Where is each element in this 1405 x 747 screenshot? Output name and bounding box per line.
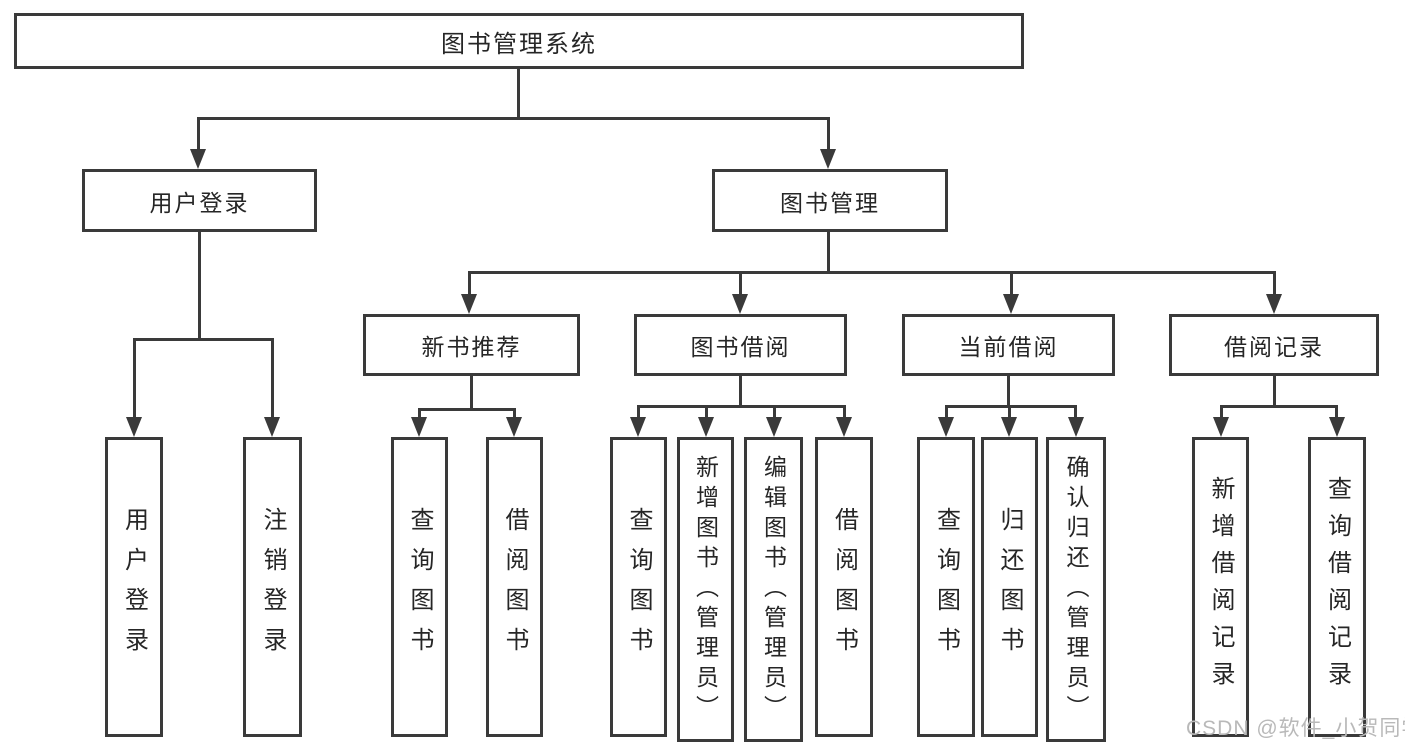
arrow-down-icon <box>126 417 142 437</box>
leaf-record-add-borrow-record: 新增借阅记录 <box>1192 437 1249 737</box>
arrow-down-icon <box>1266 294 1282 314</box>
arrow-down-icon <box>264 417 280 437</box>
connector-line <box>637 405 640 422</box>
connector-line <box>470 376 473 410</box>
arrow-down-icon <box>698 417 714 437</box>
leaf-current-confirm-return-admin: 确认归还（管理员） <box>1046 437 1106 742</box>
connector-line <box>945 405 948 422</box>
leaf-current-query-books: 查询图书 <box>917 437 975 737</box>
node-label: 当前借阅 <box>958 334 1059 360</box>
connector-line <box>705 405 708 422</box>
connector-line <box>827 232 830 274</box>
leaf-logout: 注销登录 <box>243 437 302 737</box>
arrow-down-icon <box>1003 294 1019 314</box>
leaf-label: 用户登录 <box>120 507 148 667</box>
node-root-library-system: 图书管理系统 <box>14 13 1024 69</box>
leaf-label: 新增借阅记录 <box>1207 476 1234 698</box>
connector-line <box>945 405 1077 408</box>
connector-line <box>1335 405 1338 422</box>
leaf-record-query-borrow-record: 查询借阅记录 <box>1308 437 1366 737</box>
arrow-down-icon <box>411 417 427 437</box>
leaf-label: 借阅图书 <box>830 507 858 667</box>
node-book-management: 图书管理 <box>712 169 948 232</box>
connector-line <box>133 338 136 422</box>
arrow-down-icon <box>1329 417 1345 437</box>
connector-line <box>197 117 830 120</box>
connector-line <box>1220 405 1223 422</box>
connector-line <box>133 338 274 341</box>
leaf-label: 注销登录 <box>259 507 286 667</box>
connector-line <box>198 232 201 341</box>
connector-line <box>827 117 830 153</box>
arrow-down-icon <box>732 294 748 314</box>
arrow-down-icon <box>1001 417 1017 437</box>
connector-line <box>637 405 845 408</box>
node-label: 图书管理 <box>780 189 880 216</box>
connector-line <box>1273 376 1276 407</box>
connector-line <box>513 408 516 422</box>
arrow-down-icon <box>766 417 782 437</box>
leaf-label: 查询图书 <box>406 507 433 667</box>
arrow-down-icon <box>630 417 646 437</box>
node-user-login: 用户登录 <box>82 169 317 232</box>
node-book-borrow: 图书借阅 <box>634 314 847 376</box>
leaf-borrow-borrow-books: 借阅图书 <box>815 437 873 737</box>
node-label: 图书借阅 <box>690 334 791 360</box>
connector-line <box>418 408 516 411</box>
leaf-label: 编辑图书（管理员） <box>760 454 787 725</box>
node-label: 用户登录 <box>149 189 250 216</box>
connector-line <box>197 117 200 153</box>
leaf-label: 查询图书 <box>625 507 652 667</box>
connector-line <box>843 405 846 422</box>
arrow-down-icon <box>938 417 954 437</box>
connector-line <box>271 338 274 422</box>
leaf-borrow-query-books: 查询图书 <box>610 437 667 737</box>
leaf-current-return-books: 归还图书 <box>981 437 1038 737</box>
connector-line <box>1074 405 1077 422</box>
leaf-newbook-query-books: 查询图书 <box>391 437 448 737</box>
arrow-down-icon <box>506 417 522 437</box>
leaf-label: 确认归还（管理员） <box>1063 454 1089 725</box>
connector-line <box>468 271 1276 274</box>
arrow-down-icon <box>1213 417 1229 437</box>
connector-line <box>1010 271 1013 299</box>
leaf-newbook-borrow-books: 借阅图书 <box>486 437 543 737</box>
connector-line <box>773 405 776 422</box>
leaf-label: 借阅图书 <box>501 507 528 667</box>
connector-line <box>739 271 742 299</box>
leaf-borrow-edit-books-admin: 编辑图书（管理员） <box>744 437 803 742</box>
arrow-down-icon <box>836 417 852 437</box>
leaf-borrow-add-books-admin: 新增图书（管理员） <box>677 437 734 742</box>
node-current-borrow: 当前借阅 <box>902 314 1115 376</box>
arrow-down-icon <box>461 294 477 314</box>
connector-line <box>418 408 421 422</box>
connector-line <box>1273 271 1276 299</box>
connector-line <box>1008 405 1011 422</box>
connector-line <box>1220 405 1338 408</box>
node-label: 借阅记录 <box>1224 334 1324 360</box>
leaf-label: 查询借阅记录 <box>1323 476 1351 698</box>
arrow-down-icon <box>190 149 206 169</box>
arrow-down-icon <box>1068 417 1084 437</box>
leaf-label: 归还图书 <box>996 507 1023 667</box>
connector-line <box>739 376 742 407</box>
connector-line <box>468 271 471 299</box>
arrow-down-icon <box>820 149 836 169</box>
node-label: 新书推荐 <box>421 334 522 360</box>
node-label: 图书管理系统 <box>441 30 597 58</box>
node-borrow-record: 借阅记录 <box>1169 314 1379 376</box>
connector-line <box>1007 376 1010 407</box>
csdn-watermark: CSDN @软件_小贺同学 <box>1186 717 1405 740</box>
leaf-user-login: 用户登录 <box>105 437 163 737</box>
node-new-book-recommend: 新书推荐 <box>363 314 580 376</box>
connector-line <box>517 69 520 119</box>
leaf-label: 新增图书（管理员） <box>692 454 719 725</box>
leaf-label: 查询图书 <box>932 507 960 667</box>
